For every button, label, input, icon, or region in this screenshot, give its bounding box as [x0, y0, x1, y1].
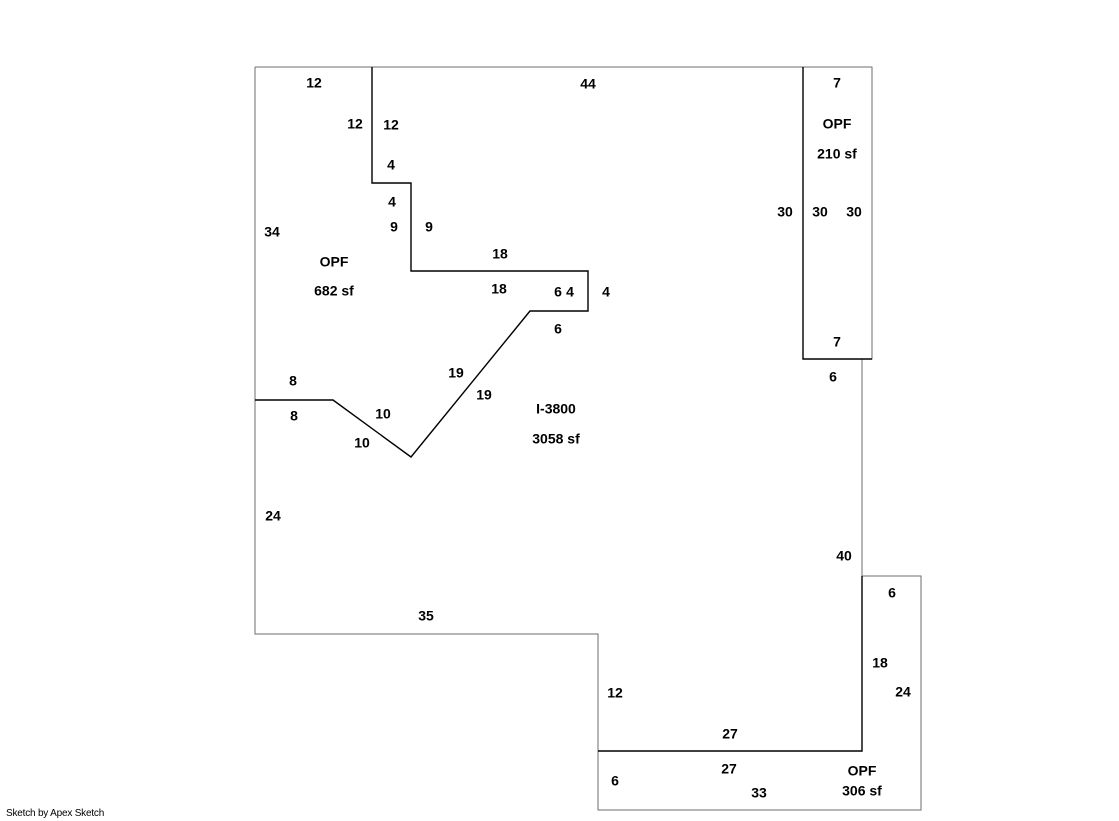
dimension-label: 24 — [265, 508, 281, 524]
dimension-label: 30 — [812, 204, 828, 220]
opf-bottom-name: OPF — [848, 763, 877, 779]
dimension-label: 10 — [354, 435, 370, 451]
dimension-label: 19 — [448, 365, 464, 381]
dimension-label: 4 — [566, 284, 574, 300]
dimension-label: 7 — [833, 334, 841, 350]
dimension-label: 9 — [425, 219, 433, 235]
opf-right-boundary — [802, 67, 872, 360]
dimension-label: 35 — [418, 608, 434, 624]
opf-bottom-size: 306 sf — [842, 783, 882, 799]
dimension-label: 8 — [289, 373, 297, 389]
dimension-label: 12 — [306, 75, 322, 91]
dimension-label: 40 — [836, 548, 852, 564]
dimension-label: 7 — [833, 75, 841, 91]
dimension-label: 12 — [383, 117, 399, 133]
dimension-label: 30 — [777, 204, 793, 220]
dimension-label: 10 — [375, 406, 391, 422]
main-area-name: I-3800 — [536, 401, 576, 417]
opf-left-name: OPF — [320, 254, 349, 270]
dimension-label: 12 — [347, 116, 363, 132]
dimension-label: 4 — [387, 157, 395, 173]
dimension-label: 30 — [846, 204, 862, 220]
dimension-label: 44 — [580, 76, 596, 92]
dimension-label: 6 — [829, 369, 837, 385]
dimension-label: 9 — [390, 219, 398, 235]
dimension-label: 6 — [554, 321, 562, 337]
dimension-label: 34 — [264, 224, 280, 240]
opf-left-boundary — [255, 67, 589, 458]
opf-right-size: 210 sf — [817, 146, 857, 162]
dimension-label: 18 — [872, 655, 888, 671]
dimension-label: 6 — [611, 773, 619, 789]
outer-outline — [254, 66, 922, 811]
main-area-size: 3058 sf — [532, 431, 580, 447]
opf-left-size: 682 sf — [314, 283, 354, 299]
dimension-label: 24 — [895, 684, 911, 700]
dimension-label: 6 — [554, 284, 562, 300]
sketch-credit: Sketch by Apex Sketch — [6, 808, 105, 819]
dimension-label: 18 — [492, 246, 508, 262]
dimension-label: 27 — [722, 726, 738, 742]
dimension-label: 33 — [751, 785, 767, 801]
dimension-label: 19 — [476, 387, 492, 403]
dimension-label: 4 — [602, 284, 610, 300]
dimension-label: 4 — [388, 194, 396, 210]
dimension-label: 6 — [888, 585, 896, 601]
dimension-label: 12 — [607, 685, 623, 701]
opf-right-name: OPF — [823, 116, 852, 132]
dimension-label: 27 — [721, 761, 737, 777]
dimension-label: 8 — [290, 408, 298, 424]
dimension-label: 18 — [491, 281, 507, 297]
opf-bottom-boundary — [598, 576, 863, 752]
